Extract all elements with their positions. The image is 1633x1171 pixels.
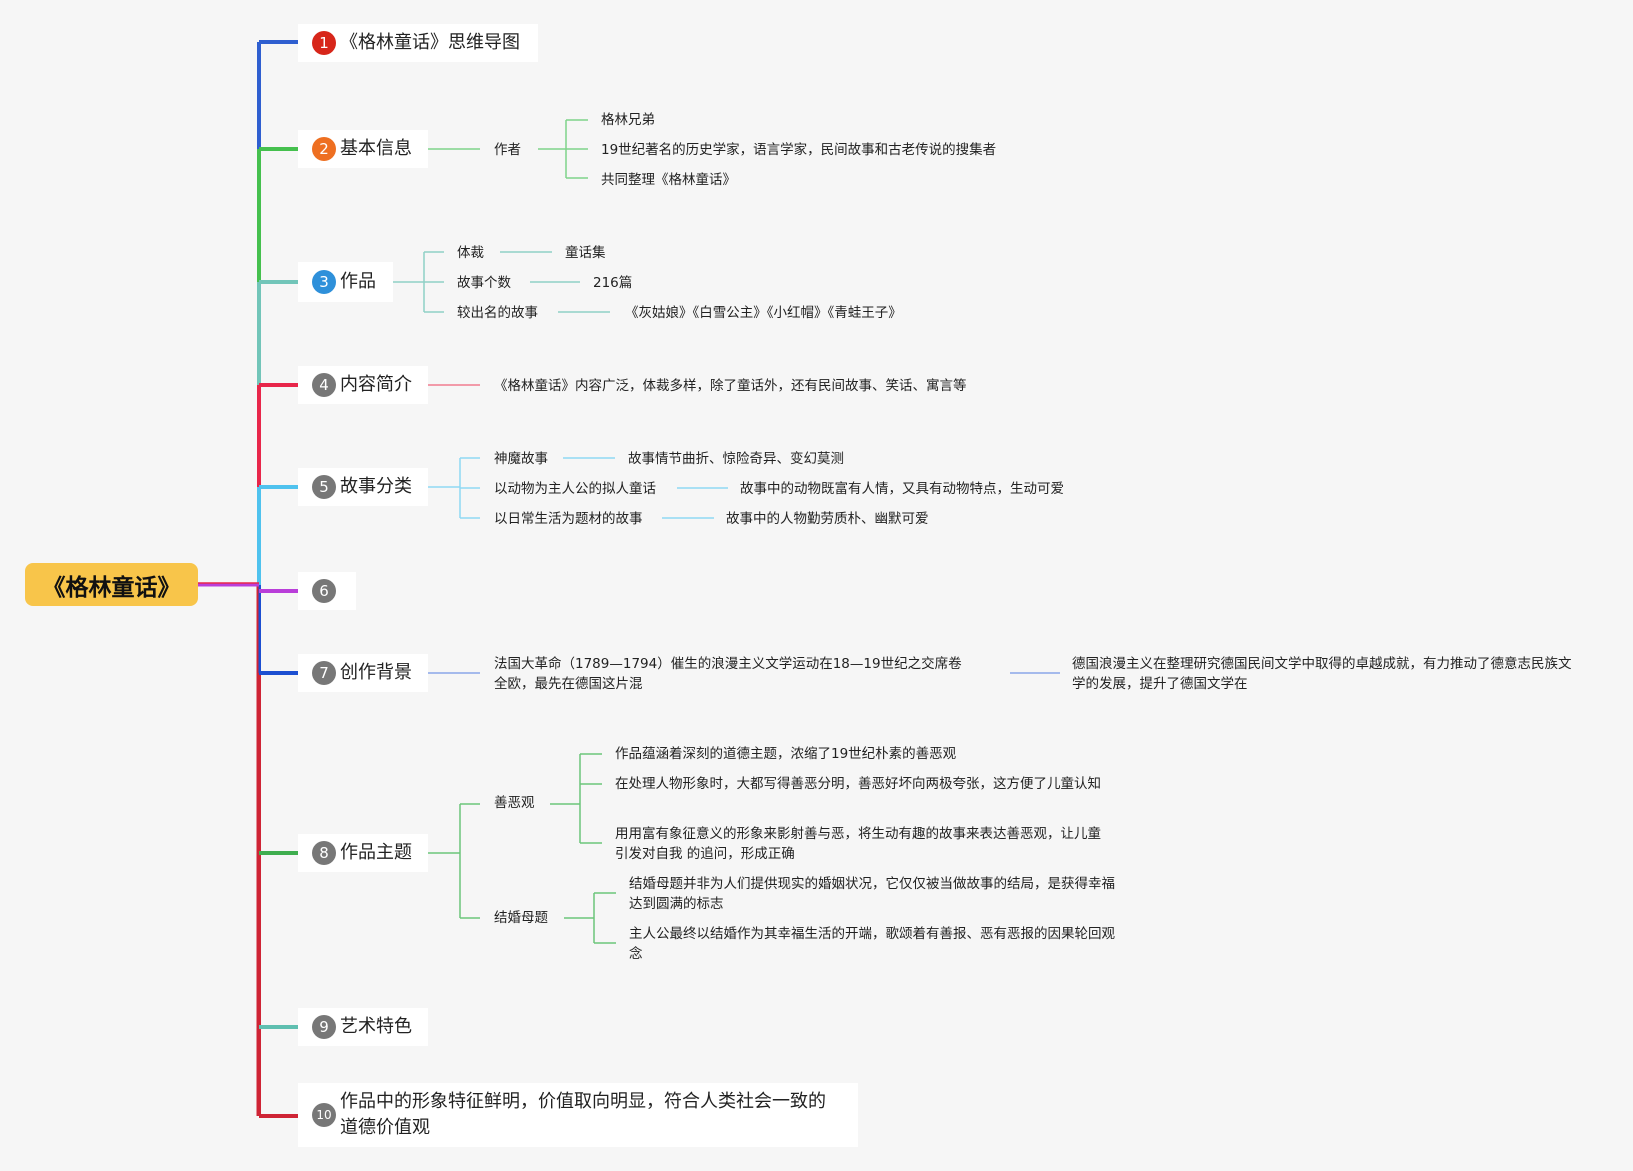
category-magic[interactable]: 神魔故事 [494,451,548,467]
branch-2[interactable]: 2 基本信息 [298,130,428,168]
category-animal-desc[interactable]: 故事中的动物既富有人情，又具有动物特点，生动可爱 [740,481,1064,497]
famous-stories-node[interactable]: 较出名的故事 [457,305,538,321]
theme-marriage[interactable]: 结婚母题 [494,910,548,926]
number-badge-6: 6 [312,579,336,603]
author-detail-1[interactable]: 格林兄弟 [601,112,655,128]
number-badge-3: 3 [312,270,336,294]
branch-9-label: 艺术特色 [340,1016,412,1037]
number-badge-5: 5 [312,475,336,499]
root-node[interactable]: 《格林童话》 [25,563,198,606]
branch-8[interactable]: 8 作品主题 [298,834,428,872]
category-animal[interactable]: 以动物为主人公的拟人童话 [494,481,656,497]
content-summary[interactable]: 《格林童话》内容广泛，体裁多样，除了童话外，还有民间故事、笑话、寓言等 [494,378,967,394]
famous-stories-value[interactable]: 《灰姑娘》《白雪公主》《小红帽》《青蛙王子》 [625,305,902,321]
story-count-value[interactable]: 216篇 [593,275,633,291]
branch-4-label: 内容简介 [340,374,412,395]
category-magic-desc[interactable]: 故事情节曲折、惊险奇异、变幻莫测 [628,451,844,467]
good-evil-detail-3[interactable]: 用用富有象征意义的形象来影射善与恶，将生动有趣的故事来表达善恶观，让儿童引发对自… [615,826,1101,862]
marriage-detail-2[interactable]: 主人公最终以结婚作为其幸福生活的开端，歌颂着有善报、恶有恶报的因果轮回观念 [629,926,1115,962]
story-count-node[interactable]: 故事个数 [457,275,511,291]
author-detail-3[interactable]: 共同整理《格林童话》 [601,172,736,188]
number-badge-9: 9 [312,1015,336,1039]
branch-10[interactable]: 10 作品中的形象特征鲜明，价值取向明显，符合人类社会一致的道德价值观 [298,1083,858,1147]
branch-10-label: 作品中的形象特征鲜明，价值取向明显，符合人类社会一致的道德价值观 [340,1091,826,1138]
category-daily[interactable]: 以日常生活为题材的故事 [494,511,643,527]
branch-3-label: 作品 [340,271,376,292]
number-badge-8: 8 [312,841,336,865]
branch-1[interactable]: 1 《格林童话》思维导图 [298,24,538,62]
branch-3[interactable]: 3 作品 [298,262,393,302]
number-badge-1: 1 [312,31,336,55]
branch-1-label: 《格林童话》思维导图 [340,32,520,53]
author-node[interactable]: 作者 [494,142,521,158]
branch-4[interactable]: 4 内容简介 [298,366,428,404]
branch-7-label: 创作背景 [340,662,412,683]
genre-value[interactable]: 童话集 [565,245,606,261]
branch-7[interactable]: 7 创作背景 [298,654,428,692]
genre-node[interactable]: 体裁 [457,245,484,261]
branch-6[interactable]: 6 [298,572,356,610]
theme-good-evil[interactable]: 善恶观 [494,795,535,811]
branch-5[interactable]: 5 故事分类 [298,468,428,506]
branch-9[interactable]: 9 艺术特色 [298,1008,428,1046]
number-badge-4: 4 [312,373,336,397]
background-detail[interactable]: 德国浪漫主义在整理研究德国民间文学中取得的卓越成就，有力推动了德意志民族文学的发… [1072,656,1572,692]
branch-5-label: 故事分类 [340,476,412,497]
branch-8-label: 作品主题 [340,842,412,863]
branch-2-label: 基本信息 [340,138,412,159]
background-text[interactable]: 法国大革命（1789—1794）催生的浪漫主义文学运动在18—19世纪之交席卷全… [494,656,962,692]
good-evil-detail-1[interactable]: 作品蕴涵着深刻的道德主题，浓缩了19世纪朴素的善恶观 [615,746,957,762]
good-evil-detail-2[interactable]: 在处理人物形象时，大都写得善恶分明，善恶好坏向两极夸张，这方便了儿童认知 [615,776,1101,792]
category-daily-desc[interactable]: 故事中的人物勤劳质朴、幽默可爱 [726,511,929,527]
number-badge-10: 10 [312,1103,336,1127]
number-badge-7: 7 [312,661,336,685]
author-detail-2[interactable]: 19世纪著名的历史学家，语言学家，民间故事和古老传说的搜集者 [601,142,997,158]
number-badge-2: 2 [312,137,336,161]
marriage-detail-1[interactable]: 结婚母题并非为人们提供现实的婚姻状况，它仅仅被当做故事的结局，是获得幸福达到圆满… [629,876,1115,912]
